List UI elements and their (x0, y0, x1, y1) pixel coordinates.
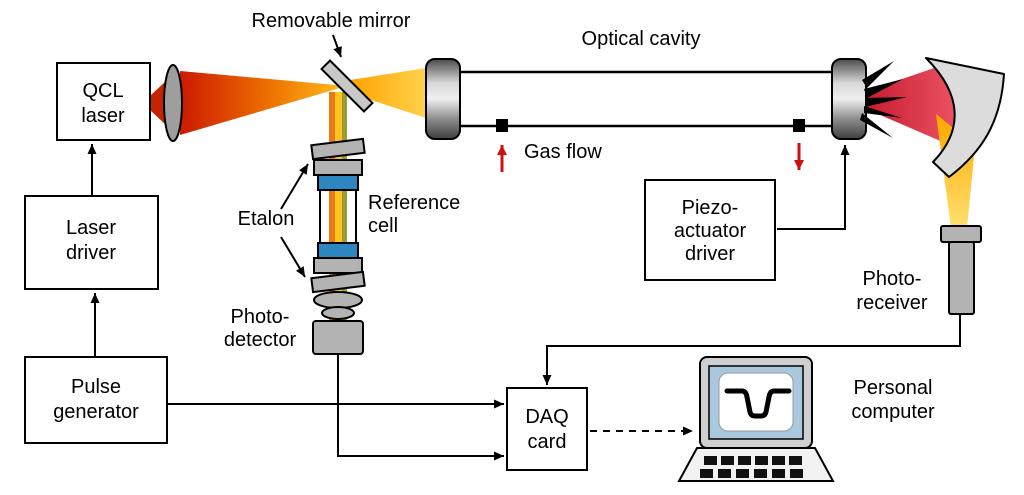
qcl-laser-label-2: laser (81, 105, 125, 127)
beam-lens-to-mirror (180, 71, 347, 135)
receiver-flange (940, 225, 982, 243)
piezo-driver-box: Piezo- actuator driver (644, 179, 776, 281)
beam-stripe-yellow (335, 92, 342, 322)
qcl-laser-label-1: QCL (82, 80, 123, 102)
focusing-lens-small-icon (321, 306, 355, 320)
daq-card-box: DAQ card (506, 387, 588, 471)
laser-driver-label-1: Laser (66, 217, 116, 239)
photo-detector-label-2: detector (224, 329, 297, 351)
lens-icon (163, 64, 183, 142)
photo-receiver-label-2: receiver (856, 292, 927, 314)
gas-outlet-port (793, 119, 805, 132)
beam-stripe-olive (342, 92, 347, 322)
diagram-labels: Removable mirror Optical cavity Etalon R… (224, 10, 935, 423)
beam-stripe-orange (329, 92, 335, 322)
gas-flow: Gas flow (497, 141, 804, 172)
cavity-mirror-mount-left (425, 58, 461, 140)
mirror-icon (320, 59, 374, 113)
cavity-mirror-mount-right (831, 58, 867, 140)
laser-driver-box: Laser driver (24, 195, 159, 290)
personal-computer (677, 356, 835, 482)
beam-segment (150, 80, 167, 126)
piezodriver-to-cavity-arrow (777, 145, 850, 230)
focusing-lens-icon (313, 291, 363, 309)
personal-computer-label-1: Personal (854, 377, 933, 399)
pulse-generator-box: Pulse generator (24, 356, 168, 444)
photoreceiver-to-daq-arrow (542, 314, 961, 385)
cell-window-top (317, 174, 359, 191)
beam-mirror-to-cavity (350, 68, 426, 118)
qcl-laser-box: QCL laser (56, 62, 151, 141)
etalon-plate-bottom (310, 270, 366, 294)
photo-receiver-label-1: Photo- (863, 268, 922, 290)
photo-detector-label-1: Photo- (231, 306, 290, 328)
pulse-generator-label-2: generator (53, 401, 139, 423)
photo-detector-box (312, 320, 364, 355)
optical-cavity (425, 58, 867, 140)
removable-mirror-pointer-arrow (332, 34, 342, 58)
gas-flow-label: Gas flow (524, 141, 602, 163)
etalon-label: Etalon (238, 208, 295, 230)
box-outline (644, 179, 776, 281)
cell-window-bottom (317, 242, 359, 259)
removable-mirror (320, 59, 374, 113)
box-outline (24, 356, 168, 444)
personal-computer-label-2: computer (851, 401, 935, 423)
gas-inlet-port (496, 119, 508, 132)
box-outline (24, 195, 159, 290)
absorption-dip-trace (724, 388, 792, 419)
pulse-generator-label-1: Pulse (71, 376, 121, 398)
optical-cavity-label: Optical cavity (582, 28, 701, 50)
removable-mirror-label: Removable mirror (252, 10, 411, 32)
receiver-body (948, 241, 975, 315)
etalon-pointer-arrow-top (280, 163, 309, 210)
daq-card-label-2: card (528, 431, 567, 453)
reference-cell-label-1: Reference (368, 192, 460, 214)
signal-connections (87, 144, 961, 461)
piezo-driver-label-3: driver (685, 243, 735, 265)
parabolic-mirror (925, 57, 1005, 178)
cell-cap-bottom (313, 257, 363, 274)
beam-qcl-to-lens (150, 80, 167, 126)
etalon-pointer-arrow-bottom (280, 236, 306, 278)
laser-driver-label-2: driver (66, 242, 116, 264)
etalon-plate-top (310, 137, 366, 161)
beam-reference-arm (329, 92, 347, 322)
photodetector-to-daq-arrow (337, 354, 504, 461)
photo-receiver (940, 225, 982, 315)
beam-segment (350, 68, 426, 118)
cell-cap-top (313, 159, 363, 176)
piezo-driver-label-2: actuator (674, 220, 747, 242)
collimating-lens (163, 64, 183, 142)
spectrum-panel (718, 372, 794, 432)
box-outline (56, 62, 151, 141)
box-outline (506, 387, 588, 471)
fins-icon (860, 61, 907, 138)
mirror-icon (925, 57, 1005, 178)
reference-cell-assembly (310, 137, 366, 355)
daq-card-label-1: DAQ (525, 406, 568, 428)
piezo-actuator-fins (860, 61, 907, 138)
beam-segment (180, 71, 347, 135)
reference-cell-label-2: cell (368, 215, 398, 237)
piezo-driver-label-1: Piezo- (682, 197, 739, 219)
keyboard-keys (700, 456, 803, 478)
